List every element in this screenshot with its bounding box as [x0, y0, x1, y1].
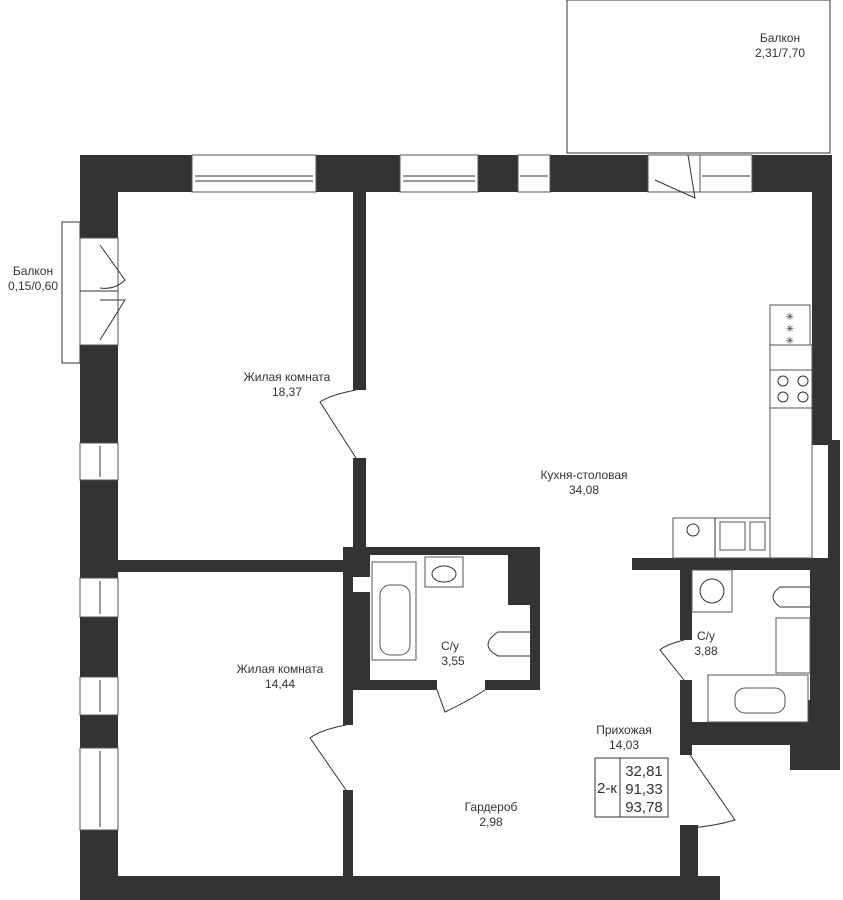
room-name: Балкон — [760, 31, 800, 45]
room-area: 3,55 — [441, 654, 465, 668]
room-name: Гардероб — [465, 800, 518, 814]
sink — [719, 521, 746, 551]
living-area: 32,81 — [625, 763, 663, 780]
room-name: С/у — [697, 629, 715, 643]
toilet — [772, 586, 810, 608]
washing-machine — [691, 569, 733, 613]
balcony-left-outline — [61, 221, 81, 364]
room-area: 14,44 — [265, 677, 295, 691]
interior-walls — [118, 192, 840, 876]
room-name: Кухня-столовая — [540, 468, 627, 482]
room-area: 34,08 — [569, 483, 599, 497]
apartment-type: 2-к — [597, 780, 617, 797]
total-area: 91,33 — [625, 781, 663, 798]
svg-text:✳: ✳ — [786, 336, 794, 347]
cooktop — [769, 369, 813, 409]
room-labels: Балкон 2,31/7,70 Балкон 0,15/0,60 Жилая … — [8, 31, 805, 829]
room-area: 18,37 — [272, 385, 302, 399]
fixtures: ✳✳✳ — [371, 304, 813, 723]
outer-walls — [80, 155, 840, 900]
room-name: Балкон — [13, 264, 53, 278]
room-name: Прихожая — [596, 723, 652, 737]
room-area: 14,03 — [609, 738, 639, 752]
room-area: 0,15/0,60 — [8, 279, 58, 293]
room-name: Жилая комната — [237, 662, 324, 676]
windows — [79, 154, 753, 831]
room-name: С/у — [441, 639, 459, 653]
toilet-2 — [487, 631, 530, 657]
total-area-with-balcony: 93,78 — [625, 799, 663, 816]
room-area: 3,88 — [694, 644, 718, 658]
room-name: Жилая комната — [244, 370, 331, 384]
sink-2 — [424, 556, 464, 588]
hood — [769, 304, 811, 346]
svg-text:✳: ✳ — [786, 312, 794, 323]
svg-text:✳: ✳ — [786, 324, 794, 335]
room-area: 2,98 — [479, 815, 503, 829]
summary-box: 2-к 32,81 91,33 93,78 — [594, 757, 669, 818]
balcony-top-outline — [566, 0, 831, 154]
room-area: 2,31/7,70 — [755, 46, 805, 60]
